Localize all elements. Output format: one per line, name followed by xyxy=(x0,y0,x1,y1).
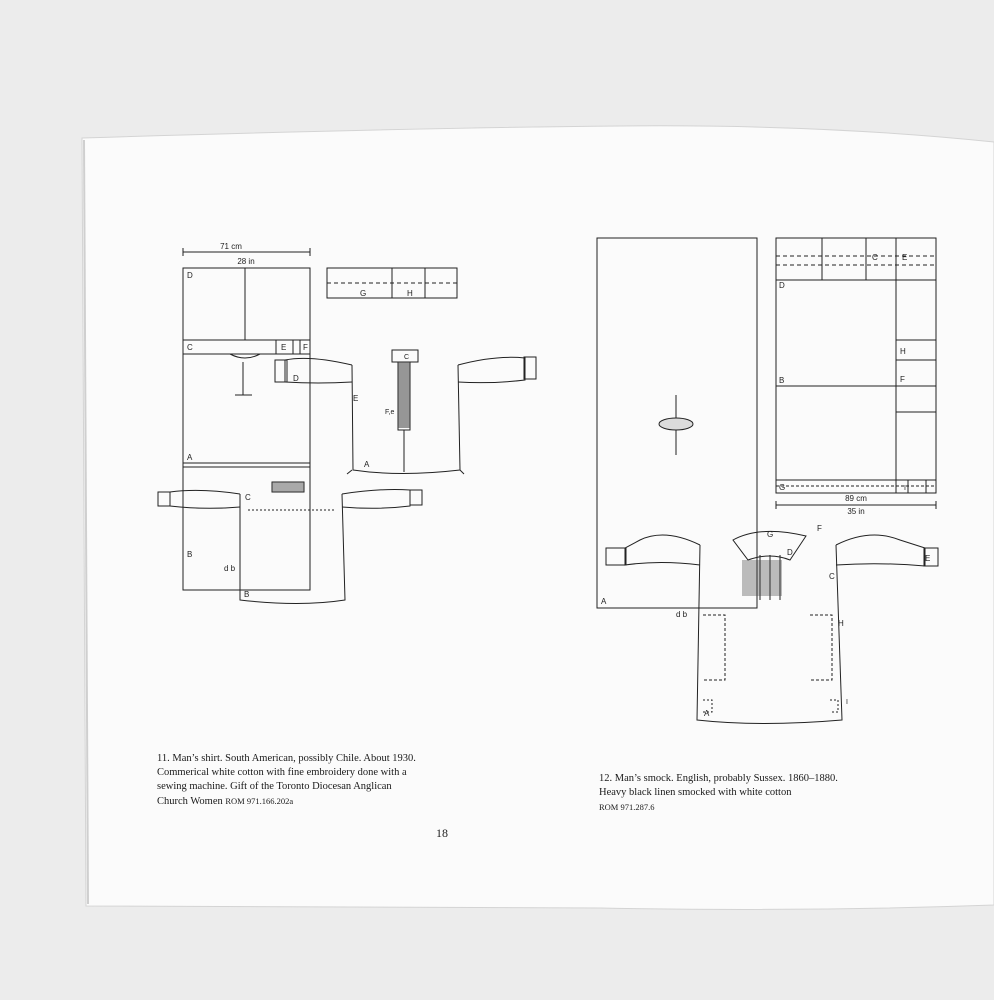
shirt-back-drawing xyxy=(157,481,423,604)
caption-man-shirt: 11. Man’s shirt. South American, possibl… xyxy=(157,752,457,809)
caption-man-smock: 12. Man’s smock. English, probably Susse… xyxy=(599,772,859,815)
caption-right-line2: Heavy black linen smocked with white cot… xyxy=(599,787,792,798)
front-label-fe: F,e xyxy=(385,409,394,416)
front-placket-embroidery xyxy=(398,362,410,428)
left-label-h: H xyxy=(407,289,413,298)
right-pattern-layout xyxy=(596,237,937,609)
right-label-e: E xyxy=(902,253,907,262)
left-label-b: B xyxy=(187,550,192,559)
caption-left-ref: ROM 971.166.202a xyxy=(225,796,294,806)
smock-label-e: E xyxy=(925,554,930,563)
left-label-f: F xyxy=(303,343,308,352)
right-label-i: I xyxy=(904,485,906,492)
right-label-g: G xyxy=(779,483,785,492)
caption-left-line4: Church Women xyxy=(157,796,223,807)
back-label-c: C xyxy=(245,493,251,502)
front-label-d: D xyxy=(293,374,299,383)
smock-smocking xyxy=(742,560,782,596)
back-label-b: B xyxy=(244,590,249,599)
smock-label-h: H xyxy=(838,619,844,628)
left-label-g: G xyxy=(360,289,366,298)
left-label-c: C xyxy=(187,343,193,352)
front-label-e: E xyxy=(353,394,358,403)
left-label-e: E xyxy=(281,343,286,352)
smock-label-i: I xyxy=(846,699,848,706)
smock-drawing xyxy=(605,530,939,724)
left-collar-strip xyxy=(326,267,458,299)
page-edge xyxy=(83,139,89,905)
caption-right-line1: 12. Man’s smock. English, probably Susse… xyxy=(599,773,838,784)
right-dim-cm: 89 cm xyxy=(845,494,867,503)
front-label-c: C xyxy=(404,354,409,361)
right-label-h: H xyxy=(900,347,906,356)
smock-label-f: F xyxy=(817,524,822,533)
right-dim-in: 35 in xyxy=(847,507,864,516)
page-number: 18 xyxy=(436,826,448,840)
smock-label-g: G xyxy=(767,530,773,539)
right-label-b: B xyxy=(779,376,784,385)
right-label-d: D xyxy=(779,281,785,290)
right-label-f: F xyxy=(900,375,905,384)
front-label-a: A xyxy=(364,460,370,469)
left-pattern-layout xyxy=(182,248,311,591)
caption-left-line3: sewing machine. Gift of the Toronto Dioc… xyxy=(157,781,392,792)
caption-right-ref: ROM 971.287.6 xyxy=(599,802,655,812)
back-collar-embroidery xyxy=(272,482,304,492)
caption-left-line1: 11. Man’s shirt. South American, possibl… xyxy=(157,753,416,764)
left-label-d: D xyxy=(187,271,193,280)
right-label-a: A xyxy=(601,597,607,606)
left-dim-in: 28 in xyxy=(237,257,254,266)
right-label-c: C xyxy=(872,253,878,262)
left-label-a: A xyxy=(187,453,193,462)
caption-left-line2: Commerical white cotton with fine embroi… xyxy=(157,767,407,778)
left-dim-cm: 71 cm xyxy=(220,242,242,251)
smock-label-c: C xyxy=(829,572,835,581)
smock-label-a: A xyxy=(704,709,710,718)
smock-label-d: D xyxy=(787,548,793,557)
smock-label-db: d b xyxy=(676,610,688,619)
back-label-db: d b xyxy=(224,564,236,573)
